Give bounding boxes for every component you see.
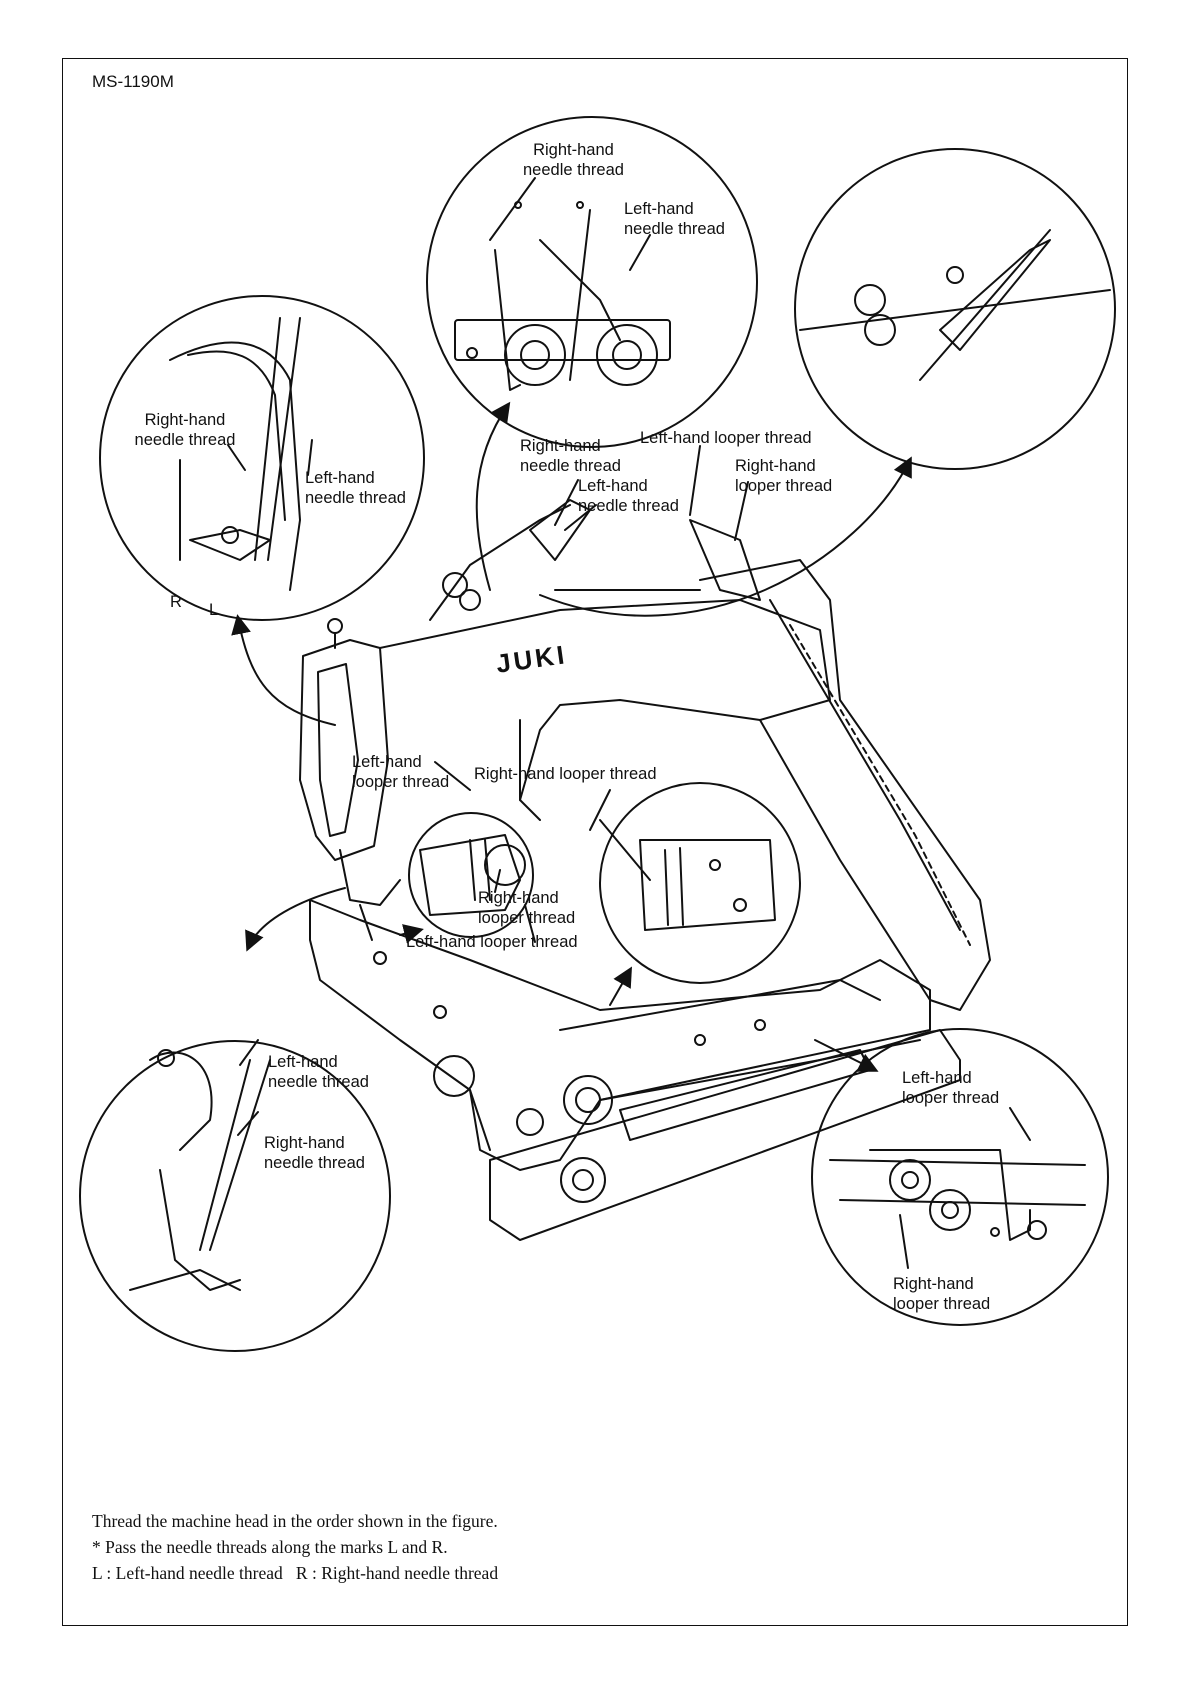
model-code: MS-1190M <box>92 72 174 91</box>
caption-line-2: * Pass the needle threads along the mark… <box>92 1537 448 1557</box>
detail-circle-top-right <box>794 148 1116 470</box>
label-mid-right-hand-looper-top: Right-hand looper thread <box>474 765 657 783</box>
detail-circle-bottom-right <box>811 1028 1109 1326</box>
detail-circle-bottom-left <box>79 1040 391 1352</box>
label-arm-left-hand-looper: Left-hand looper thread <box>640 429 812 447</box>
mark-r: R <box>170 593 182 611</box>
detail-circle-upper-left <box>99 295 425 621</box>
machine-body <box>299 499 991 1241</box>
mark-l: L <box>209 601 219 619</box>
detail-circle-top <box>426 116 758 448</box>
caption: Thread the machine head in the order sho… <box>92 1508 498 1586</box>
detail-circle-middle <box>408 812 534 938</box>
label-mid-left-hand-looper-bottom: Left-hand looper thread <box>406 933 578 951</box>
caption-line-1: Thread the machine head in the order sho… <box>92 1511 498 1531</box>
caption-line-3: L : Left-hand needle thread R : Right-ha… <box>92 1563 499 1583</box>
detail-circle-center <box>599 782 801 984</box>
page-frame <box>62 58 1128 1626</box>
